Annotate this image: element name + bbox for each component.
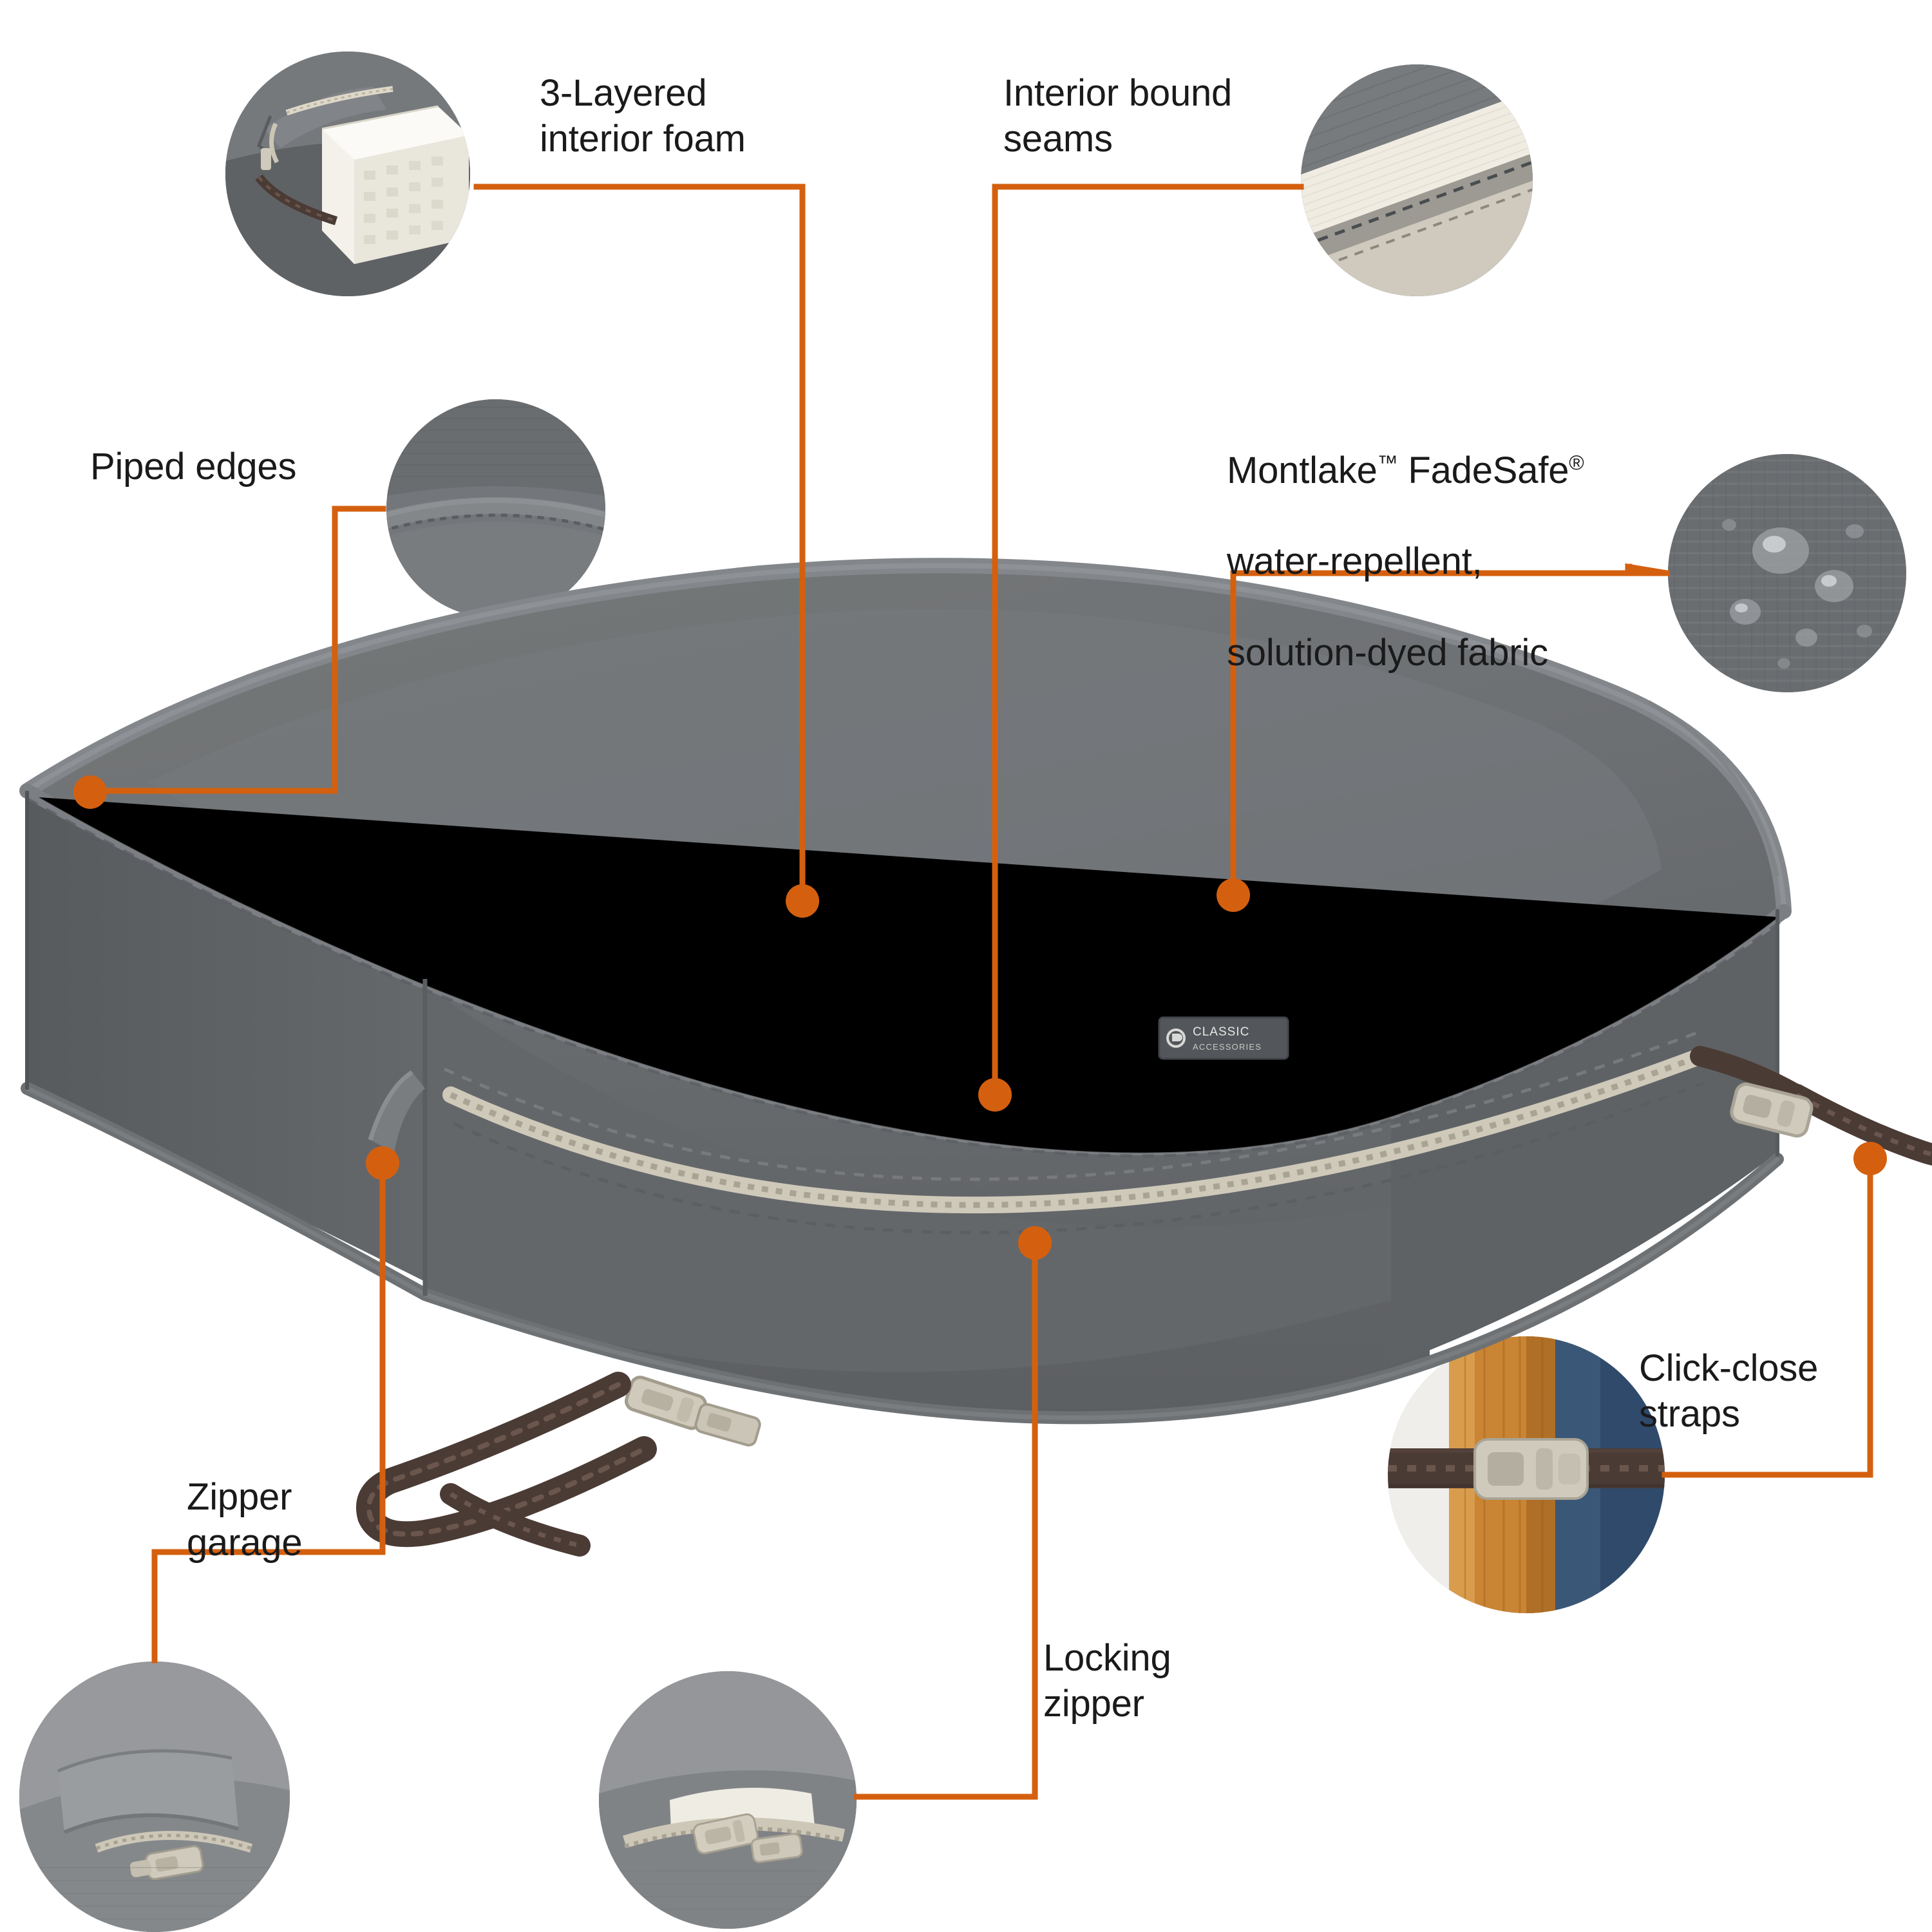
- callout-label-piped-edges: Piped edges: [90, 446, 297, 488]
- click-close-straps-detail-circle: [1388, 1336, 1665, 1613]
- svg-text:ACCESSORIES: ACCESSORIES: [1193, 1042, 1262, 1052]
- click-close-straps-detail-art: [1388, 1336, 1665, 1613]
- registered-symbol: ®: [1569, 451, 1584, 475]
- piped-edges-detail-art: [386, 399, 605, 618]
- svg-text:CLASSIC: CLASSIC: [1193, 1025, 1249, 1039]
- water-repellent-detail-circle: [1668, 454, 1906, 692]
- dot-piped-edges: [73, 775, 107, 809]
- foam-detail-art: [225, 52, 470, 296]
- locking-zipper-detail-art: [599, 1671, 857, 1929]
- trademark-symbol: ™: [1377, 451, 1398, 475]
- callout-label-interior-bound-seams: Interior bound seams: [1003, 72, 1233, 160]
- zipper-garage-detail-art: [19, 1662, 290, 1932]
- water-repellent-detail-art: [1668, 454, 1906, 692]
- callout-label-three-layered-interior-foam: 3-Layered interior foam: [540, 72, 746, 160]
- piped-edges-detail-circle: [386, 399, 605, 618]
- foam-detail-circle: [225, 52, 470, 296]
- dot-interior-bound-seams: [978, 1078, 1012, 1112]
- fabric-line-2: water-repellent,: [1227, 540, 1482, 583]
- callout-dots: [73, 775, 1887, 1260]
- montlake-word: Montlake: [1227, 449, 1378, 491]
- callout-label-montlake-fadesafe-fabric: Montlake™ FadeSafe® water-repellent, sol…: [1227, 402, 1584, 676]
- zipper-garage-detail-circle: [19, 1662, 290, 1932]
- callout-label-click-close-straps: Click-close straps: [1639, 1347, 1819, 1435]
- dot-montlake-fadesafe-fabric: [1217, 878, 1250, 912]
- brand-tag: CLASSIC ACCESSORIES: [1158, 1016, 1289, 1060]
- fadesafe-word: FadeSafe: [1408, 449, 1569, 491]
- callout-label-locking-zipper: Locking zipper: [1043, 1637, 1171, 1725]
- dot-locking-zipper: [1018, 1226, 1052, 1260]
- callout-label-zipper-garage: Zipper garage: [187, 1476, 303, 1564]
- bound-seams-detail-art: [1301, 64, 1533, 296]
- dot-click-close-straps: [1853, 1142, 1887, 1175]
- bound-seams-detail-circle: [1301, 64, 1533, 296]
- dot-zipper-garage: [366, 1146, 399, 1180]
- locking-zipper-detail-circle: [599, 1671, 857, 1929]
- fabric-line-3: solution-dyed fabric: [1227, 631, 1548, 674]
- dot-three-layered-interior-foam: [786, 884, 819, 918]
